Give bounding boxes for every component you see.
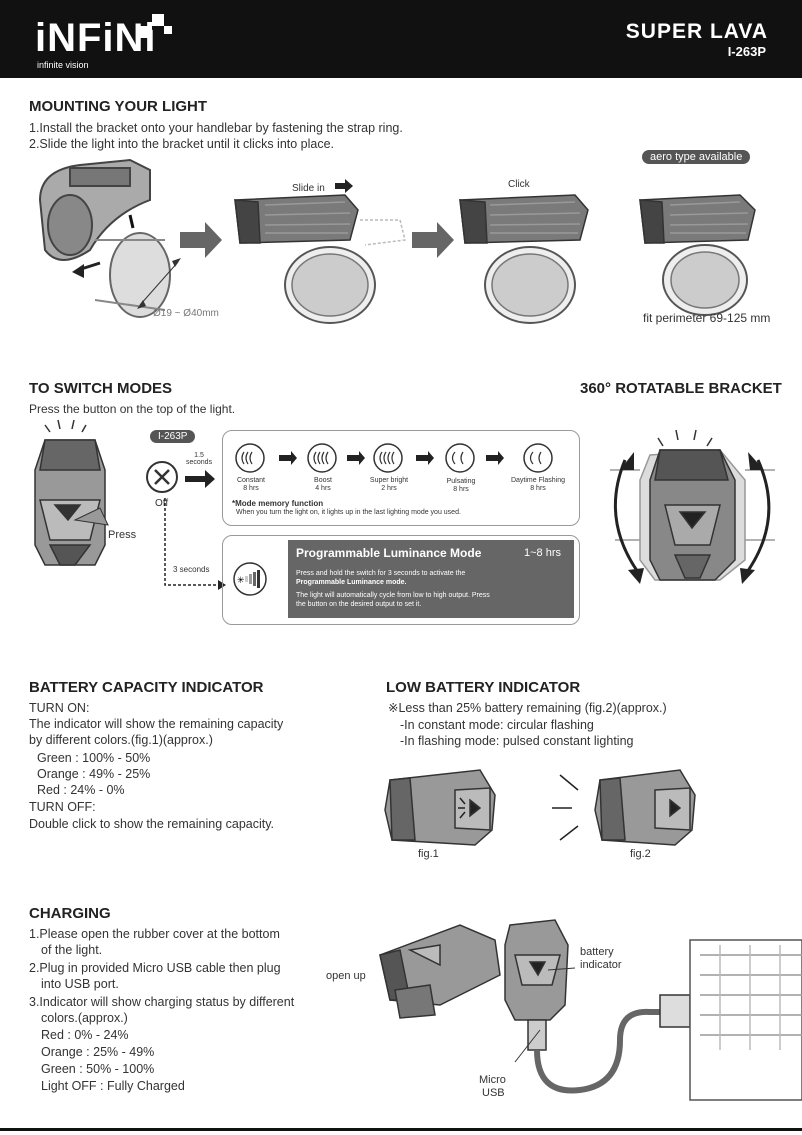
programmable-panel (222, 535, 580, 625)
charging-step-3b: colors.(approx.) (41, 1011, 128, 1025)
arrow-right-icon (416, 451, 434, 465)
rotatable-title: 360° ROTATABLE BRACKET (580, 380, 782, 397)
mode-time: 4 hrs (315, 485, 331, 492)
svg-text:✳: ✳ (237, 576, 245, 586)
charging-green: Green : 50% - 100% (41, 1062, 155, 1076)
modes-title: TO SWITCH MODES (29, 380, 173, 397)
click-label: Click (508, 179, 530, 190)
mode-time: 8 hrs (453, 486, 469, 493)
arrow-right-icon (335, 179, 353, 193)
programmable-info: Programmable Luminance Mode 1~8 hrs Pres… (288, 540, 574, 618)
mode-cycle-panel (222, 430, 580, 526)
modes-subtitle: Press the button on the top of the light… (29, 402, 236, 416)
prog-range: 1~8 hrs (524, 547, 561, 559)
low-battery-title: LOW BATTERY INDICATOR (386, 679, 581, 696)
bottom-rule (0, 1128, 802, 1131)
product-name: SUPER LAVA (625, 20, 768, 43)
mode-name: Pulsating (446, 478, 476, 485)
rotate-arrow-icon (613, 459, 642, 576)
charging-step-2b: into USB port. (41, 977, 119, 991)
aero-badge: aero type available (642, 150, 751, 164)
charging-step-3a: 3.Indicator will show charging status by… (29, 995, 295, 1009)
micro-usb-label-1: Micro (479, 1074, 506, 1086)
arrow-right-icon (347, 451, 365, 465)
mode-time: 8 hrs (243, 485, 259, 492)
open-up-label: open up (326, 970, 366, 982)
perimeter-label: fit perimeter 69-125 mm (643, 311, 771, 325)
prog-line-4: the button on the desired output to set … (296, 601, 422, 608)
mode-name: Super bright (369, 477, 409, 484)
rotate-arrow-icon (743, 459, 771, 576)
modes-illustration: ✳ (34, 419, 775, 596)
prog-title: Programmable Luminance Mode (296, 546, 482, 560)
mounting-illustration (38, 158, 756, 324)
hold-1-5-label: 1.5 seconds (186, 452, 213, 466)
arrow-right-icon (185, 470, 215, 488)
charging-step-2a: 2.Plug in provided Micro USB cable then … (29, 961, 281, 975)
micro-usb-label-2: USB (482, 1087, 505, 1099)
charging-orange: Orange : 25% - 49% (41, 1045, 155, 1059)
mode-name: Daytime Flashing (510, 477, 566, 484)
charging-step-1a: 1.Please open the rubber cover at the bo… (29, 927, 280, 941)
arrow-right-icon (279, 451, 297, 465)
low-battery-line-3: -In flashing mode: pulsed constant light… (400, 734, 634, 748)
charging-title: CHARGING (29, 905, 111, 922)
battery-indicator-label-1: battery (580, 946, 614, 958)
battery-turn-on: TURN ON: (29, 701, 90, 715)
mounting-step-1: 1.Install the bracket onto your handleba… (29, 121, 403, 135)
logo-square-icon (152, 14, 164, 26)
battery-green: Green : 100% - 50% (37, 751, 151, 765)
arrow-right-icon (180, 222, 222, 258)
battery-line-1: The indicator will show the remaining ca… (29, 717, 284, 731)
battery-off-text: Double click to show the remaining capac… (29, 817, 275, 831)
charging-off: Light OFF : Fully Charged (41, 1079, 185, 1093)
off-label: Off (155, 498, 169, 509)
low-battery-line-2: -In constant mode: circular flashing (400, 718, 594, 732)
battery-line-2: by different colors.(fig.1)(approx.) (29, 733, 213, 747)
arrow-right-icon (486, 451, 504, 465)
diameter-label: Ø19 ~ Ø40mm (153, 308, 219, 319)
arrow-right-icon (412, 222, 454, 258)
battery-title: BATTERY CAPACITY INDICATOR (29, 679, 264, 696)
model-badge: I-263P (150, 430, 196, 443)
slide-in-label: Slide in (292, 183, 325, 194)
prog-line-1: Press and hold the switch for 3 seconds … (296, 570, 466, 577)
mode-name: Boost (314, 477, 332, 484)
charging-step-1b: of the light. (41, 943, 103, 957)
prog-line-2: Programmable Luminance mode. (296, 579, 407, 586)
battery-turn-off: TURN OFF: (29, 800, 96, 814)
battery-orange: Orange : 49% - 25% (37, 767, 151, 781)
logo-square-icon (164, 26, 172, 34)
charging-red: Red : 0% - 24% (41, 1028, 129, 1042)
low-battery-line-1: ※Less than 25% battery remaining (fig.2)… (388, 701, 667, 715)
fig-2-label: fig.2 (630, 848, 651, 860)
mode-time: 8 hrs (530, 485, 546, 492)
memory-title: *Mode memory function (232, 499, 324, 508)
press-label: Press (108, 529, 137, 541)
brand-tagline: infinite vision (37, 60, 89, 70)
fig-1-label: fig.1 (418, 848, 439, 860)
mode-name: Constant (236, 477, 266, 484)
brand-logo: iNFiNi (35, 16, 157, 60)
memory-text: When you turn the light on, it lights up… (236, 509, 461, 516)
battery-red: Red : 24% - 0% (37, 783, 125, 797)
mode-time: 2 hrs (381, 485, 397, 492)
hold-3-label: 3 seconds (173, 565, 210, 574)
mounting-title: MOUNTING YOUR LIGHT (29, 98, 208, 115)
header-bar: iNFiNi infinite vision SUPER LAVA I-263P (0, 0, 802, 78)
battery-indicator-label-2: indicator (580, 959, 622, 971)
prog-line-3: The light will automatically cycle from … (296, 592, 490, 599)
mounting-step-2: 2.Slide the light into the bracket until… (29, 137, 335, 151)
product-model: I-263P (727, 44, 766, 59)
logo-square-icon (140, 26, 152, 38)
